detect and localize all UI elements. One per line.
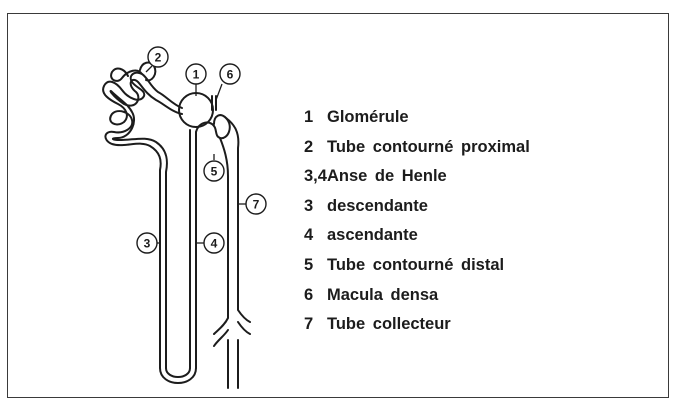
callout-1: 1 <box>186 64 206 84</box>
callout-3: 3 <box>137 233 157 253</box>
svg-text:5: 5 <box>211 165 218 179</box>
leader-6 <box>216 84 222 100</box>
legend-key: 3 <box>304 192 327 222</box>
legend-key: 4 <box>304 221 327 251</box>
legend-text: Glomérule <box>327 108 409 126</box>
legend-item-loop-of-henle: 3,4Anse de Henle <box>304 162 530 192</box>
proximal-convoluted-tubule <box>103 73 182 186</box>
svg-text:6: 6 <box>227 68 234 82</box>
leader-2 <box>146 66 152 72</box>
legend-text: Tube collecteur <box>327 315 451 333</box>
legend-key: 7 <box>304 310 327 340</box>
legend-key: 1 <box>304 103 327 133</box>
svg-text:4: 4 <box>211 237 218 251</box>
legend-key: 2 <box>304 133 327 163</box>
proximal-coil-top <box>111 69 142 81</box>
callout-4: 4 <box>204 233 224 253</box>
legend-key: 3,4 <box>304 162 327 192</box>
legend-text: Tube contourné distal <box>327 256 504 274</box>
legend-text: Tube contourné proximal <box>327 138 530 156</box>
legend-text: descendante <box>327 197 428 215</box>
callout-6: 6 <box>220 64 240 84</box>
legend-key: 5 <box>304 251 327 281</box>
callout-5: 5 <box>204 161 224 181</box>
svg-text:2: 2 <box>155 51 162 65</box>
legend-text: Anse de Henle <box>327 167 447 185</box>
svg-text:3: 3 <box>144 237 151 251</box>
legend-text: Macula densa <box>327 286 438 304</box>
svg-text:7: 7 <box>253 198 260 212</box>
callout-2: 2 <box>148 47 168 67</box>
collecting-duct-tail <box>228 340 238 388</box>
legend-key: 6 <box>304 281 327 311</box>
loop-of-henle-bottom-inner <box>166 368 190 377</box>
svg-text:1: 1 <box>193 68 200 82</box>
macula-densa <box>212 96 216 110</box>
collecting-duct-outer <box>226 118 250 334</box>
callout-7: 7 <box>246 194 266 214</box>
legend-text: ascendante <box>327 226 418 244</box>
